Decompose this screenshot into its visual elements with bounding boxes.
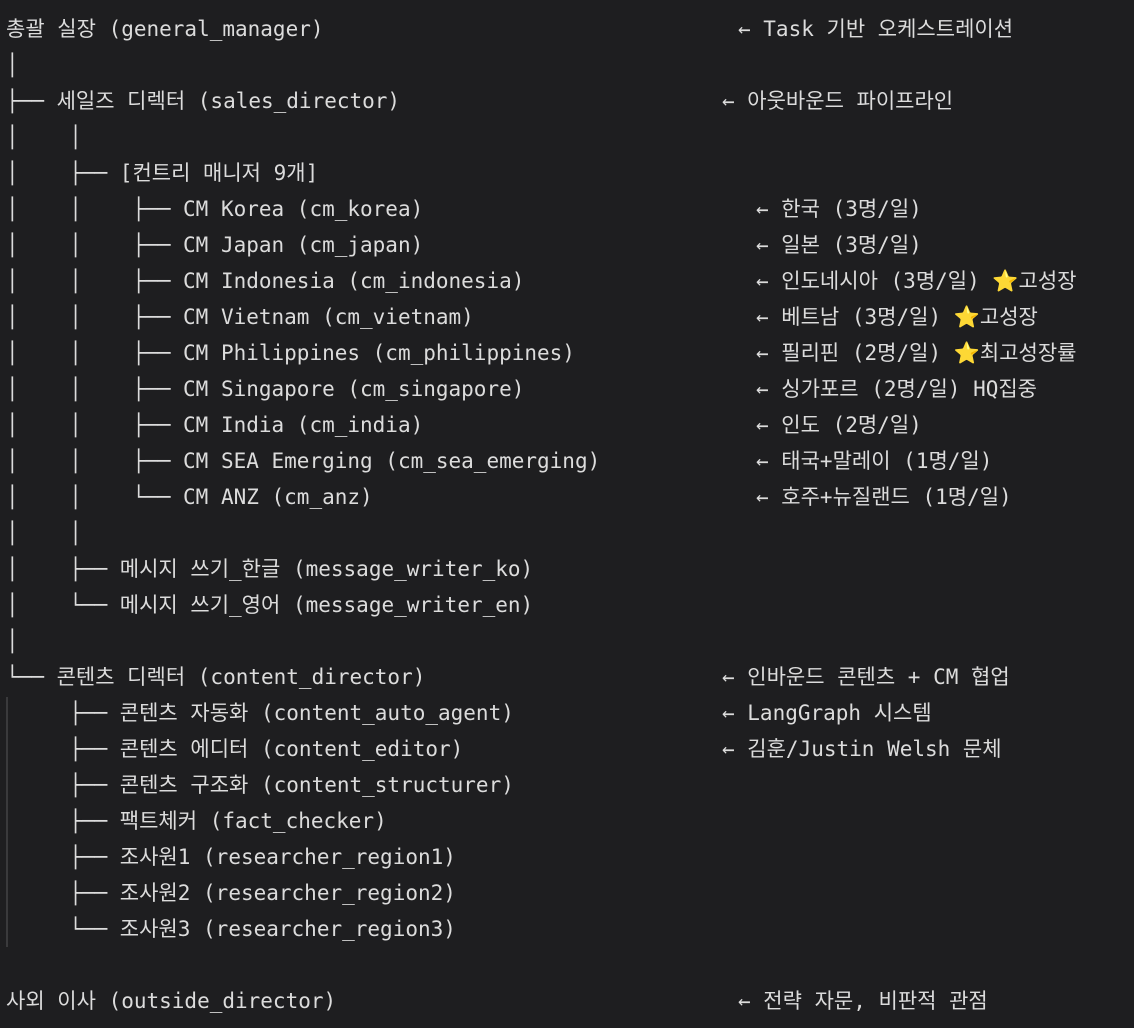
tree-connector: │ [6,53,19,77]
org-tree: 총괄 실장 (general_manager) │ ├── 세일즈 디렉터 (sal… [6,11,600,1019]
node-annotation: ← 태국+말레이 (1명/일) [756,449,993,473]
tree-connector: │ │ ├── [6,233,184,257]
tree-row: │ ├── [컨트리 매니저 9개] [6,155,600,191]
tree-row: │ │ ├── CM Indonesia (cm_indonesia) [6,263,600,299]
node-label: CM Indonesia (cm_indonesia) [183,269,525,293]
node-label: 콘텐츠 디렉터 (content_director) [56,665,426,689]
node-label: 세일즈 디렉터 (sales_director) [56,89,401,113]
node-label: 조사원2 (researcher_region2) [119,881,456,905]
gutter-guide-line [6,697,8,947]
tree-row: └── 콘텐츠 디렉터 (content_director) [6,659,600,695]
tree-row: ├── 콘텐츠 구조화 (content_structurer) [6,767,600,803]
node-label: CM Japan (cm_japan) [183,233,424,257]
tree-row: │ │ [6,119,600,155]
node-annotation: ← 김훈/Justin Welsh 문체 [722,737,1002,761]
tree-connector: │ │ ├── [6,305,184,329]
node-annotation: ← LangGraph 시스템 [722,701,932,725]
tree-row: ├── 조사원1 (researcher_region1) [6,839,600,875]
tree-connector: │ └── [6,593,120,617]
node-label: 콘텐츠 구조화 (content_structurer) [119,773,514,797]
tree-row: │ │ ├── CM SEA Emerging (cm_sea_emerging… [6,443,600,479]
node-annotation: ← 싱가포르 (2명/일) HQ집중 [756,377,1037,401]
node-label: CM Philippines (cm_philippines) [183,341,575,365]
tree-connector: └── [6,665,57,689]
tree-row: │ │ [6,515,600,551]
tree-row: │ ├── 메시지 쓰기_한글 (message_writer_ko) [6,551,600,587]
node-annotation: ← 한국 (3명/일) [756,197,922,221]
node-annotation: ← 호주+뉴질랜드 (1명/일) [756,485,1012,509]
node-label: CM Vietnam (cm_vietnam) [183,305,474,329]
node-annotation: ← 아웃바운드 파이프라인 [722,89,954,113]
tree-connector: ├── [6,881,120,905]
node-label: 메시지 쓰기_한글 (message_writer_ko) [119,557,534,581]
tree-connector: │ │ ├── [6,197,184,221]
node-label: 사외 이사 (outside_director) [6,989,337,1013]
node-label: CM Korea (cm_korea) [183,197,424,221]
node-label: 콘텐츠 자동화 (content_auto_agent) [119,701,514,725]
tree-connector: ├── [6,809,120,833]
tree-row: ├── 조사원2 (researcher_region2) [6,875,600,911]
node-annotation: ← 인도 (2명/일) [756,413,922,437]
tree-connector: │ │ ├── [6,449,184,473]
tree-row: └── 조사원3 (researcher_region3) [6,911,600,947]
tree-connector: ├── [6,89,57,113]
node-annotation: ← 필리핀 (2명/일) ⭐최고성장률 [756,341,1077,365]
tree-connector: │ │ [6,521,82,545]
tree-connector: │ │ ├── [6,269,184,293]
tree-connector: └── [6,917,120,941]
tree-row: ├── 콘텐츠 자동화 (content_auto_agent) [6,695,600,731]
tree-row: │ │ ├── CM Vietnam (cm_vietnam) [6,299,600,335]
tree-connector: │ │ ├── [6,377,184,401]
tree-connector: ├── [6,737,120,761]
node-label: 조사원3 (researcher_region3) [119,917,456,941]
tree-row: │ │ ├── CM Singapore (cm_singapore) [6,371,600,407]
node-label: CM ANZ (cm_anz) [183,485,373,509]
node-annotation: ← 전략 자문, 비판적 관점 [738,989,988,1013]
tree-connector: ├── [6,845,120,869]
tree-row: │ │ ├── CM Philippines (cm_philippines) [6,335,600,371]
node-label: CM Singapore (cm_singapore) [183,377,525,401]
node-label: 조사원1 (researcher_region1) [119,845,456,869]
tree-row: ├── 세일즈 디렉터 (sales_director) [6,83,600,119]
tree-row: │ └── 메시지 쓰기_영어 (message_writer_en) [6,587,600,623]
tree-row: │ │ ├── CM Korea (cm_korea) [6,191,600,227]
node-annotation: ← 인바운드 콘텐츠 + CM 협업 [722,665,1010,689]
tree-connector: ├── [6,701,120,725]
node-label: [컨트리 매니저 9개] [119,161,319,185]
tree-connector: │ ├── [6,161,120,185]
node-annotation: ← 인도네시아 (3명/일) ⭐고성장 [756,269,1077,293]
node-annotation: ← Task 기반 오케스트레이션 [738,17,1014,41]
node-label: 메시지 쓰기_영어 (message_writer_en) [119,593,534,617]
node-label: CM India (cm_india) [183,413,424,437]
tree-connector: │ ├── [6,557,120,581]
tree-row: │ │ ├── CM India (cm_india) [6,407,600,443]
tree-row: ├── 콘텐츠 에디터 (content_editor) [6,731,600,767]
tree-row: │ │ ├── CM Japan (cm_japan) [6,227,600,263]
tree-connector: │ │ └── [6,485,184,509]
node-annotation: ← 베트남 (3명/일) ⭐고성장 [756,305,1038,329]
tree-connector: ├── [6,773,120,797]
tree-connector: │ [6,629,19,653]
node-label: 총괄 실장 (general_manager) [6,17,324,41]
tree-connector: │ │ ├── [6,413,184,437]
tree-connector: │ │ ├── [6,341,184,365]
tree-row [6,947,600,983]
tree-row: │ [6,623,600,659]
tree-row: 총괄 실장 (general_manager) [6,11,600,47]
node-label: 콘텐츠 에디터 (content_editor) [119,737,464,761]
tree-row: 사외 이사 (outside_director) [6,983,600,1019]
tree-row: ├── 팩트체커 (fact_checker) [6,803,600,839]
tree-row: │ [6,47,600,83]
node-label: CM SEA Emerging (cm_sea_emerging) [183,449,601,473]
tree-connector: │ │ [6,125,82,149]
tree-row: │ │ └── CM ANZ (cm_anz) [6,479,600,515]
node-label: 팩트체커 (fact_checker) [119,809,387,833]
node-annotation: ← 일본 (3명/일) [756,233,922,257]
